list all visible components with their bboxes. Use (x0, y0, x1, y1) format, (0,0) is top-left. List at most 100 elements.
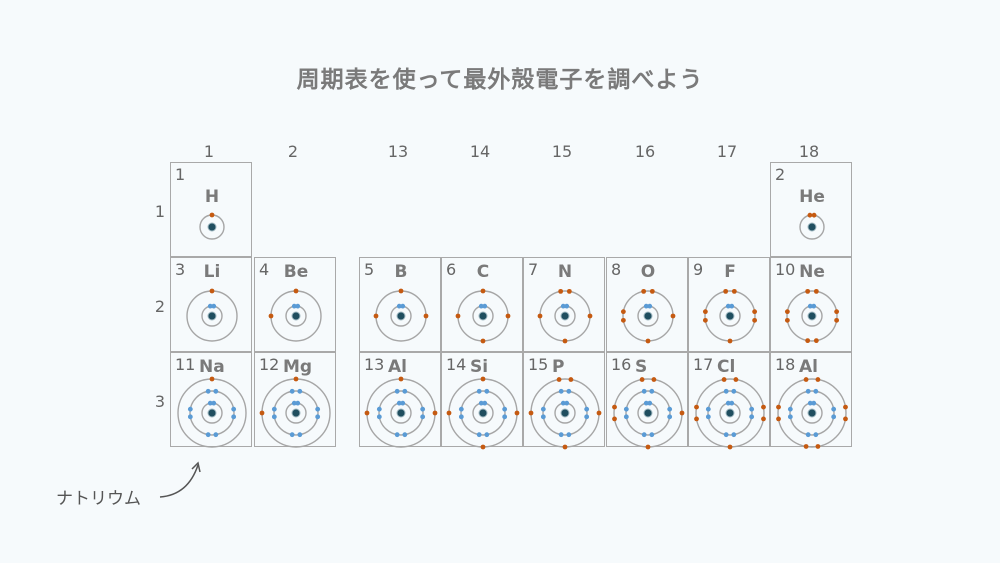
atomic-number: 2 (775, 165, 786, 184)
inner-electron (643, 303, 649, 309)
inner-electron (641, 388, 647, 394)
inner-electron (271, 406, 277, 412)
valence-electron (805, 288, 811, 294)
nucleus (207, 222, 217, 232)
nucleus (207, 311, 217, 321)
valence-electron (776, 404, 781, 410)
inner-electron (787, 406, 793, 412)
inner-electron (394, 388, 400, 394)
valence-electron (727, 338, 733, 344)
inner-electron (402, 388, 408, 394)
valence-electron (432, 410, 438, 416)
inner-electron (729, 303, 735, 309)
group-number: 18 (798, 142, 820, 161)
nucleus (396, 408, 406, 418)
inner-electron (482, 400, 488, 406)
valence-electron (620, 317, 626, 323)
sodium-annotation: ナトリウム (56, 489, 141, 509)
electron-shell (777, 378, 847, 448)
valence-electron (670, 313, 676, 319)
inner-electron (667, 414, 673, 420)
nucleus (207, 408, 217, 418)
valence-electron (556, 377, 562, 382)
valence-electron (776, 416, 781, 422)
inner-electron (558, 432, 564, 438)
element-symbol: F (724, 262, 736, 282)
electron-shell (460, 390, 506, 436)
valence-electron (694, 416, 699, 422)
nucleus (291, 311, 301, 321)
inner-electron (705, 406, 711, 412)
period-number: 3 (154, 392, 166, 411)
inner-electron (484, 388, 490, 394)
valence-electron (423, 313, 429, 319)
valence-electron (268, 313, 274, 319)
bohr-model (455, 288, 511, 344)
inner-electron (729, 400, 735, 406)
bohr-model (620, 288, 676, 344)
valence-electron (480, 338, 486, 344)
nucleus (291, 408, 301, 418)
valence-electron (702, 317, 708, 323)
valence-electron (568, 377, 574, 382)
inner-electron (805, 388, 811, 394)
valence-electron (209, 376, 215, 382)
valence-electron (528, 410, 534, 416)
element-symbol: O (640, 262, 656, 282)
inner-electron (749, 406, 755, 412)
valence-electron (480, 444, 486, 450)
inner-electron (705, 414, 711, 420)
inner-electron (420, 414, 426, 420)
valence-electron (813, 288, 819, 294)
inner-electron (396, 303, 402, 309)
valence-electron (651, 377, 657, 382)
valence-electron (373, 313, 379, 319)
inner-electron (231, 406, 237, 412)
atomic-number: 1 (175, 165, 186, 184)
inner-electron (211, 303, 217, 309)
element-symbol: Al (799, 357, 818, 377)
inner-electron (731, 388, 737, 394)
atomic-number: 4 (259, 260, 270, 279)
valence-electron (293, 288, 299, 294)
electron-shell (542, 390, 588, 436)
inner-electron (295, 400, 301, 406)
group-number: 2 (287, 142, 299, 161)
valence-electron (364, 410, 370, 416)
inner-electron (211, 400, 217, 406)
valence-electron (813, 338, 819, 344)
inner-electron (749, 414, 755, 420)
inner-electron (584, 414, 590, 420)
inner-electron (205, 432, 211, 438)
period-number: 2 (154, 297, 166, 316)
inner-electron (811, 303, 817, 309)
element-symbol: He (799, 187, 825, 207)
period-number: 1 (154, 202, 166, 221)
inner-electron (558, 388, 564, 394)
nucleus (807, 311, 817, 321)
valence-electron (293, 376, 299, 382)
valence-electron (398, 288, 404, 294)
group-number: 1 (203, 142, 215, 161)
valence-electron (558, 288, 564, 294)
inner-electron (831, 414, 837, 420)
inner-electron (476, 388, 482, 394)
inner-electron (205, 388, 211, 394)
element-symbol: Li (203, 262, 221, 282)
inner-electron (482, 303, 488, 309)
nucleus (396, 311, 406, 321)
inner-electron (647, 303, 653, 309)
inner-electron (723, 432, 729, 438)
valence-electron (815, 377, 821, 382)
inner-electron (315, 414, 321, 420)
valence-electron (843, 404, 848, 410)
element-symbol: Mg (283, 357, 313, 377)
